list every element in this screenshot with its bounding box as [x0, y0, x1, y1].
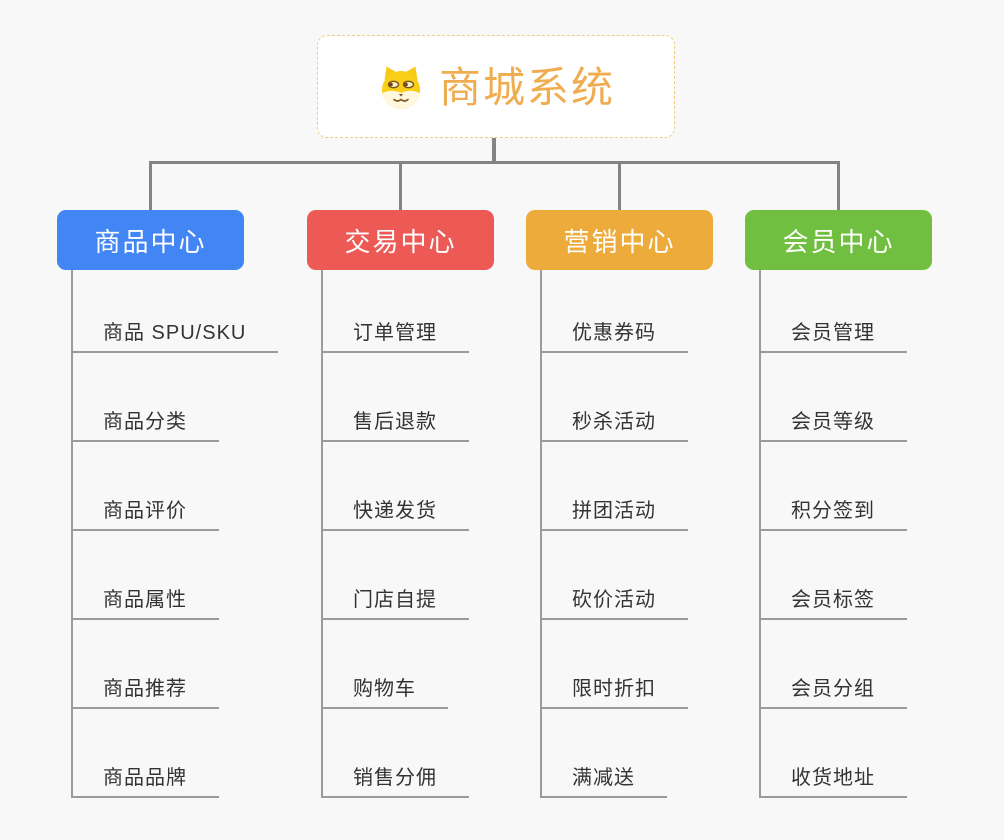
child-topic[interactable]: 限时折扣	[542, 620, 688, 709]
category-children-2: 优惠券码秒杀活动拼团活动砍价活动限时折扣满减送	[540, 270, 688, 798]
child-topic-label: 秒杀活动	[572, 411, 656, 433]
child-topic[interactable]: 商品 SPU/SKU	[73, 270, 279, 353]
child-topic-label: 商品品牌	[103, 767, 187, 789]
child-topic[interactable]: 销售分佣	[323, 709, 469, 798]
child-topic-label: 积分签到	[791, 500, 875, 522]
child-topic-label: 会员管理	[791, 322, 875, 344]
child-topic-label: 销售分佣	[353, 767, 437, 789]
category-label: 营销中心	[563, 226, 676, 257]
child-topic[interactable]: 门店自提	[323, 531, 469, 620]
category-node-1[interactable]: 交易中心	[307, 210, 494, 270]
child-topic-label: 商品 SPU/SKU	[103, 322, 247, 344]
child-topic-label: 快递发货	[353, 500, 437, 522]
child-topic[interactable]: 收货地址	[761, 709, 907, 798]
child-topic[interactable]: 快递发货	[323, 442, 469, 531]
child-topic[interactable]: 商品分类	[73, 353, 219, 442]
category-label: 商品中心	[94, 226, 207, 257]
child-topic[interactable]: 会员分组	[761, 620, 907, 709]
child-topic[interactable]: 商品评价	[73, 442, 219, 531]
child-topic-label: 购物车	[353, 678, 416, 700]
child-topic[interactable]: 会员标签	[761, 531, 907, 620]
child-topic-label: 商品分类	[103, 411, 187, 433]
child-topic-label: 门店自提	[353, 589, 437, 611]
root-node-mall-system[interactable]: 商城系统	[317, 35, 675, 138]
child-topic[interactable]: 商品推荐	[73, 620, 219, 709]
connector-rail	[149, 161, 840, 164]
dog-face-icon	[377, 63, 425, 111]
child-topic-label: 优惠券码	[572, 322, 656, 344]
child-topic[interactable]: 满减送	[542, 709, 667, 798]
child-topic-label: 售后退款	[353, 411, 437, 433]
child-topic-label: 商品属性	[103, 589, 187, 611]
category-children-1: 订单管理售后退款快递发货门店自提购物车销售分佣	[321, 270, 469, 798]
child-topic[interactable]: 会员等级	[761, 353, 907, 442]
child-topic[interactable]: 砍价活动	[542, 531, 688, 620]
child-topic[interactable]: 订单管理	[323, 270, 469, 353]
child-topic-label: 砍价活动	[572, 589, 656, 611]
child-topic-label: 拼团活动	[572, 500, 656, 522]
category-node-3[interactable]: 会员中心	[745, 210, 932, 270]
child-topic-label: 商品评价	[103, 500, 187, 522]
child-topic-label: 订单管理	[353, 322, 437, 344]
child-topic[interactable]: 会员管理	[761, 270, 907, 353]
connector-drop-2	[618, 161, 621, 210]
child-topic[interactable]: 秒杀活动	[542, 353, 688, 442]
child-topic[interactable]: 拼团活动	[542, 442, 688, 531]
child-topic[interactable]: 商品品牌	[73, 709, 219, 798]
category-label: 交易中心	[344, 226, 457, 257]
child-topic-label: 会员标签	[791, 589, 875, 611]
child-topic[interactable]: 商品属性	[73, 531, 219, 620]
child-topic-label: 会员分组	[791, 678, 875, 700]
category-children-3: 会员管理会员等级积分签到会员标签会员分组收货地址	[759, 270, 907, 798]
category-children-0: 商品 SPU/SKU 商品分类商品评价商品属性商品推荐商品品牌	[71, 270, 279, 798]
root-title: 商城系统	[438, 63, 615, 111]
child-topic-label: 商品推荐	[103, 678, 187, 700]
child-topic-label: 满减送	[572, 767, 635, 789]
category-label: 会员中心	[782, 226, 895, 257]
child-topic[interactable]: 售后退款	[323, 353, 469, 442]
connector-drop-3	[837, 161, 840, 210]
category-node-2[interactable]: 营销中心	[526, 210, 713, 270]
child-topic-label: 会员等级	[791, 411, 875, 433]
connector-root-stem	[492, 138, 496, 164]
child-topic[interactable]: 积分签到	[761, 442, 907, 531]
child-topic[interactable]: 购物车	[323, 620, 448, 709]
connector-drop-0	[149, 161, 152, 210]
connector-drop-1	[399, 161, 402, 210]
child-topic-label: 限时折扣	[572, 678, 656, 700]
child-topic-label: 收货地址	[791, 767, 875, 789]
category-node-0[interactable]: 商品中心	[57, 210, 244, 270]
child-topic[interactable]: 优惠券码	[542, 270, 688, 353]
